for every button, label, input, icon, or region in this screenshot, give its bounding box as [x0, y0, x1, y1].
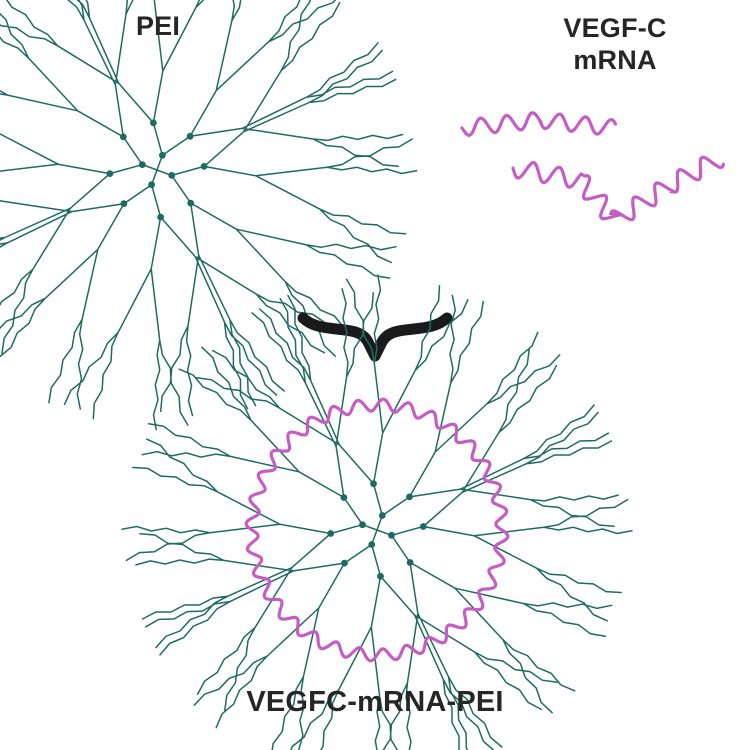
dendrimer-node-3 [148, 181, 156, 189]
dendrimer-node-4 [157, 213, 165, 221]
product-label: VEGFC-mRNA-PEI [246, 686, 504, 718]
dendrimer-node-11 [406, 493, 413, 501]
dendrimer-branches [0, 0, 418, 431]
pei-label: PEI [135, 11, 181, 41]
dendrimer-node-5 [120, 200, 128, 208]
vegfc-label-line1: VEGF-C [563, 13, 667, 43]
dendrimer-node-5 [341, 559, 348, 567]
dendrimer-node-3 [368, 541, 376, 548]
dendrimer-node-1 [200, 163, 208, 170]
dendrimer-node-4 [377, 572, 384, 580]
dendrimer-node-6 [359, 521, 366, 529]
dendrimer-node-1 [419, 523, 427, 530]
dendrimer-node-7 [106, 170, 114, 178]
dendrimer-node-0 [388, 531, 395, 539]
dendrimer-node-6 [138, 161, 146, 169]
dendrimer-node-2 [406, 559, 414, 566]
dendrimer-node-0 [168, 172, 176, 179]
dendrimer-node-7 [327, 530, 335, 537]
dendrimer-node-11 [186, 132, 194, 140]
dendrimer-node-8 [340, 494, 348, 501]
dendrimer-node-9 [378, 512, 386, 519]
vegfc-mrna-pei-complex-icon [121, 274, 633, 750]
dendrimer-branches [121, 274, 633, 750]
pei-dendrimer-icon [0, 0, 418, 431]
mrna-strand-1 [460, 111, 617, 137]
vegfc-label-line2: mRNA [573, 45, 657, 75]
dendrimer-node-2 [187, 199, 195, 207]
mrna-strand-2 [511, 155, 725, 222]
vegfc-mrna-label: VEGF-C mRNA [530, 12, 700, 76]
complex-mrna-coat [244, 397, 510, 663]
complex-dendrimer-core [121, 274, 633, 750]
dendrimer-node-10 [370, 480, 377, 488]
vegfc-mrna-strands-icon [460, 111, 725, 222]
dendrimer-node-10 [150, 119, 157, 127]
dendrimer-node-8 [119, 133, 127, 141]
dendrimer-node-9 [159, 151, 166, 159]
